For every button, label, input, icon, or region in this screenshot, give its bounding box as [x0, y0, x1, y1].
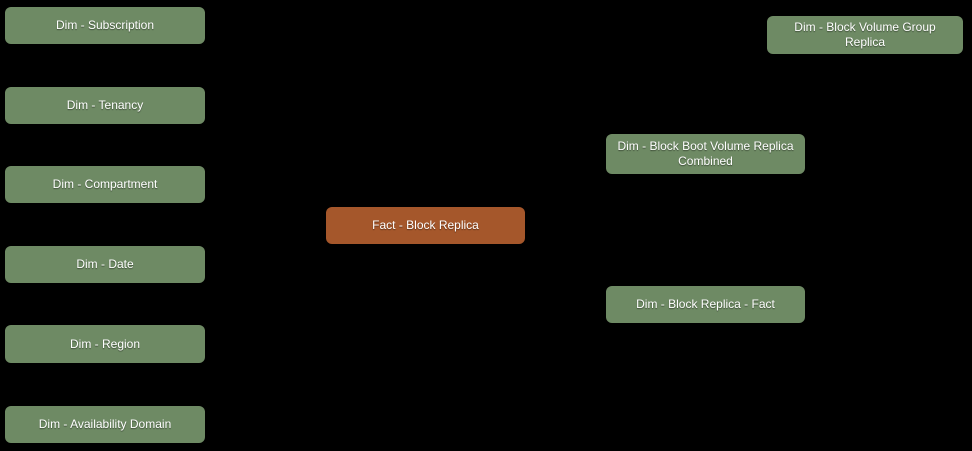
node-label: Dim - Block Replica - Fact — [636, 297, 775, 311]
node-dim-subscription[interactable]: Dim - Subscription — [5, 7, 205, 44]
node-dim-region[interactable]: Dim - Region — [5, 325, 205, 363]
node-label: Dim - Region — [69, 336, 141, 351]
node-dim-block-volume-group-replica[interactable]: Dim - Block Volume Group Replica — [767, 16, 963, 54]
node-fact-block-replica[interactable]: Fact - Block Replica — [326, 207, 525, 244]
node-dim-block-replica-fact[interactable]: Dim - Block Replica - Fact — [606, 286, 805, 323]
node-label: Dim - Tenancy — [66, 98, 144, 112]
node-label: Dim - Block Boot Volume Replica Combined — [617, 139, 794, 168]
node-label: Dim - Subscription — [55, 18, 155, 32]
node-label: Fact - Block Replica — [372, 218, 479, 232]
node-label: Dim - Block Volume Group Replica — [794, 20, 936, 49]
node-label: Dim - Compartment — [52, 177, 158, 191]
node-label: Dim - Date — [76, 257, 134, 271]
node-dim-date[interactable]: Dim - Date — [5, 246, 205, 283]
node-dim-block-boot-volume-replica-combined[interactable]: Dim - Block Boot Volume Replica Combined — [606, 134, 805, 174]
node-dim-availability-domain[interactable]: Dim - Availability Domain — [5, 406, 205, 443]
node-label: Dim - Availability Domain — [38, 417, 172, 431]
node-dim-compartment[interactable]: Dim - Compartment — [5, 166, 205, 203]
node-dim-tenancy[interactable]: Dim - Tenancy — [5, 87, 205, 124]
